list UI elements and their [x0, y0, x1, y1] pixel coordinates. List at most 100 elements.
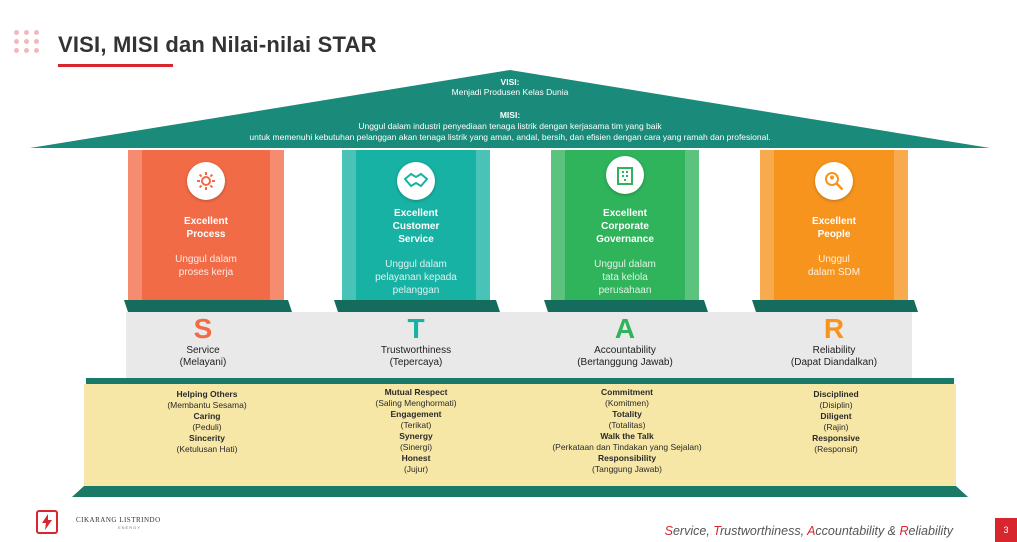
company-name: CIKARANG LISTRINDO	[76, 516, 161, 524]
value-meaning: (Sinergi)	[399, 442, 433, 452]
pillar-desc-1: Unggul	[818, 254, 850, 265]
star-meaning: (Melayani)	[179, 357, 227, 368]
person-search-icon	[815, 162, 853, 200]
pillar-desc-3: pelanggan	[392, 285, 440, 296]
pillar-customer-service: Excellent Customer Service Unggul dalam …	[342, 150, 490, 302]
pillar-title-2: Process	[186, 229, 226, 240]
pillar-title-1: Excellent	[812, 216, 856, 227]
pillar-plinths	[124, 300, 918, 312]
value-name: Diligent	[820, 411, 852, 421]
pillar-title-3: Governance	[596, 234, 654, 245]
pillar-people: Excellent People Unggul dalam SDM	[760, 150, 908, 302]
value-name: Sincerity	[189, 433, 225, 443]
star-letter: R	[823, 313, 845, 344]
pillar-title-2: Customer	[392, 221, 440, 232]
building-icon	[606, 156, 644, 194]
value-meaning: (Perkataan dan Tindakan yang Sejalan)	[552, 442, 702, 452]
pillar-corporate-governance: Excellent Corporate Governance Unggul da…	[551, 150, 699, 302]
pillar-title-1: Excellent	[603, 208, 647, 219]
misi-line-2: untuk memenuhi kebutuhan pelanggan akan …	[249, 132, 771, 142]
star-name: Accountability	[594, 345, 656, 356]
tagline-r-rest: eliability	[908, 524, 953, 538]
tagline-a: A	[807, 524, 816, 538]
handshake-icon	[397, 162, 435, 200]
value-name: Disciplined	[813, 389, 859, 399]
pillar-title-1: Excellent	[394, 208, 438, 219]
value-name: Totality	[612, 409, 642, 419]
base-values-accountability: Commitment (Komitmen) Totality (Totalita…	[527, 387, 727, 475]
misi-line-1: Unggul dalam industri penyediaan tenaga …	[358, 121, 662, 131]
value-meaning: (Jujur)	[403, 464, 429, 474]
value-meaning: (Peduli)	[192, 422, 222, 432]
star-item-a: A Accountability (Bertanggung Jawab)	[525, 313, 725, 369]
value-meaning: (Responsif)	[814, 444, 858, 454]
value-name: Helping Others	[176, 389, 238, 399]
value-name: Responsibility	[597, 453, 657, 463]
value-meaning: (Tanggung Jawab)	[592, 464, 662, 474]
star-name: Trustworthiness	[380, 345, 452, 356]
pillar-desc-2: pelayanan kepada	[375, 272, 457, 283]
value-name: Synergy	[399, 431, 433, 441]
pillar-title-3: Service	[398, 234, 434, 245]
value-meaning: (Saling Menghormati)	[375, 398, 457, 408]
star-item-s: S Service (Melayani)	[103, 313, 303, 369]
pillar-desc-2: dalam SDM	[807, 267, 861, 278]
value-meaning: (Ketulusan Hati)	[176, 444, 238, 454]
star-letter: T	[407, 313, 425, 344]
star-meaning: (Bertanggung Jawab)	[577, 357, 673, 368]
value-name: Commitment	[601, 387, 653, 397]
pillar-desc-1: Unggul dalam	[175, 254, 237, 265]
value-meaning: (Totalitas)	[608, 420, 646, 430]
base-bottom-ledge	[72, 486, 968, 497]
roof-shape	[30, 70, 990, 148]
pillar-desc-1: Unggul dalam	[594, 259, 656, 270]
base-values-service: Helping Others (Membantu Sesama) Caring …	[107, 389, 307, 455]
decorative-dots	[14, 30, 52, 60]
footer-tagline: Service, Trustworthiness, Accountability…	[665, 524, 953, 538]
pillar-desc-2: tata kelola	[602, 272, 648, 283]
value-meaning: (Komitmen)	[605, 398, 649, 408]
star-item-r: R Reliability (Dapat Diandalkan)	[734, 313, 934, 369]
tagline-s-rest: ervice,	[672, 524, 714, 538]
visi-text: Menjadi Produsen Kelas Dunia	[451, 87, 569, 97]
value-name: Honest	[401, 453, 431, 463]
company-subname: ENERGY	[118, 525, 141, 530]
value-meaning: (Rajin)	[823, 422, 849, 432]
base-values-trustworthiness: Mutual Respect (Saling Menghormati) Enga…	[316, 387, 516, 475]
tagline-r: R	[899, 524, 909, 538]
pillar-desc-2: proses kerja	[178, 267, 234, 278]
value-name: Engagement	[390, 409, 442, 419]
star-name: Reliability	[812, 345, 856, 356]
star-item-t: T Trustworthiness (Tepercaya)	[316, 313, 516, 369]
value-meaning: (Disiplin)	[819, 400, 853, 410]
value-name: Walk the Talk	[600, 431, 654, 441]
tagline-s: S	[664, 524, 673, 538]
pillar-desc-1: Unggul dalam	[385, 259, 447, 270]
tagline-t: T	[713, 524, 720, 538]
star-letter: S	[193, 313, 213, 344]
star-meaning: (Tepercaya)	[389, 357, 443, 368]
gear-cycle-icon	[187, 162, 225, 200]
page-title: VISI, MISI dan Nilai-nilai STAR	[58, 32, 377, 57]
tagline-t-rest: rustworthiness,	[720, 524, 808, 538]
company-logo-icon	[36, 510, 58, 534]
base-platform	[84, 384, 956, 487]
tagline-a-rest: ccountability &	[815, 524, 900, 538]
value-meaning: (Terikat)	[400, 420, 432, 430]
star-name: Service	[186, 345, 220, 356]
visi-label: VISI:	[500, 77, 520, 87]
pillar-title-2: Corporate	[601, 221, 649, 232]
value-name: Mutual Respect	[384, 387, 448, 397]
pillar-desc-3: perusahaan	[598, 285, 652, 296]
star-meaning: (Dapat Diandalkan)	[790, 357, 878, 368]
base-values-reliability: Disciplined (Disiplin) Diligent (Rajin) …	[736, 389, 936, 455]
value-name: Caring	[193, 411, 221, 421]
pillar-process: Excellent Process Unggul dalam proses ke…	[128, 150, 284, 302]
pillar-title-2: People	[817, 229, 851, 240]
title-underline	[58, 64, 173, 67]
base-top-ledge	[86, 378, 954, 384]
value-name: Responsive	[812, 433, 860, 443]
page-number: 3	[995, 518, 1017, 542]
star-letter: A	[614, 313, 636, 344]
pillar-title-1: Excellent	[184, 216, 228, 227]
